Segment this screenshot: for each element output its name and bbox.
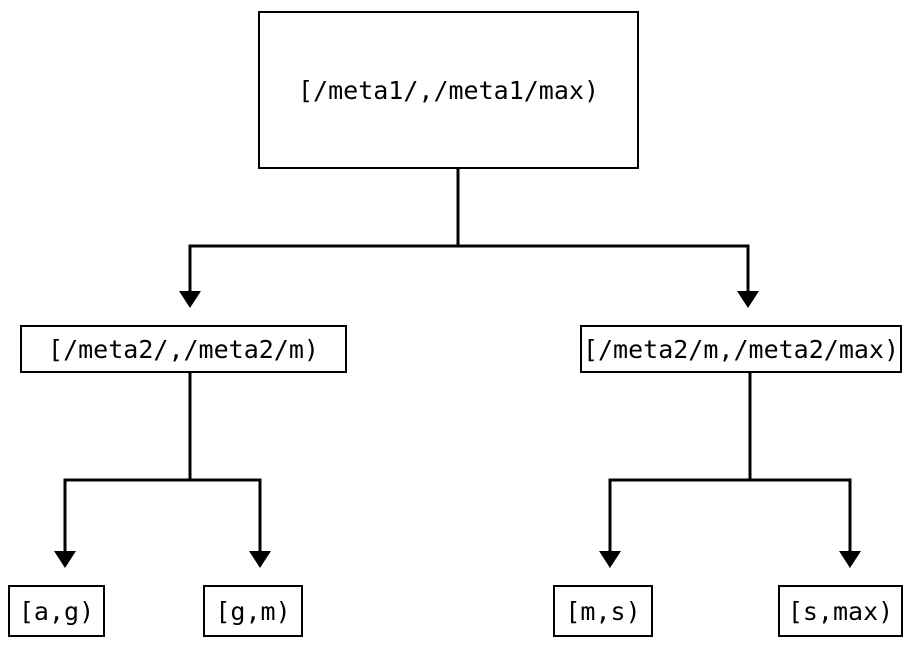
tree-node-leaf-4[interactable]: [s,max) <box>778 585 903 637</box>
edge-midright-to-leaf4 <box>750 478 861 568</box>
tree-node-leaf-3[interactable]: [m,s) <box>553 585 653 637</box>
tree-node-leaf-2[interactable]: [g,m) <box>203 585 303 637</box>
arrowhead-icon <box>54 551 76 568</box>
edge-root-to-mid-right <box>458 244 759 308</box>
arrowhead-icon <box>599 551 621 568</box>
tree-node-mid-right-label: [/meta2/m,/meta2/max) <box>582 334 900 364</box>
arrowhead-icon <box>737 291 759 308</box>
tree-node-leaf-1[interactable]: [a,g) <box>8 585 105 637</box>
tree-node-root[interactable]: [/meta1/,/meta1/max) <box>258 11 639 169</box>
arrowhead-icon <box>249 551 271 568</box>
edge-midright-to-leaf3 <box>599 373 752 568</box>
edge-midleft-to-leaf1 <box>54 373 192 568</box>
edge-root-to-mid-left <box>179 169 460 308</box>
arrowhead-icon <box>839 551 861 568</box>
tree-node-leaf-2-label: [g,m) <box>215 596 291 626</box>
tree-node-leaf-4-label: [s,max) <box>787 596 894 626</box>
edge-midleft-to-leaf2 <box>190 478 271 568</box>
tree-node-root-label: [/meta1/,/meta1/max) <box>297 75 600 105</box>
tree-node-mid-left[interactable]: [/meta2/,/meta2/m) <box>20 325 347 373</box>
tree-node-leaf-3-label: [m,s) <box>565 596 641 626</box>
tree-node-mid-right[interactable]: [/meta2/m,/meta2/max) <box>580 325 902 373</box>
tree-node-mid-left-label: [/meta2/,/meta2/m) <box>48 334 319 364</box>
tree-node-leaf-1-label: [a,g) <box>18 596 95 626</box>
arrowhead-icon <box>179 291 201 308</box>
